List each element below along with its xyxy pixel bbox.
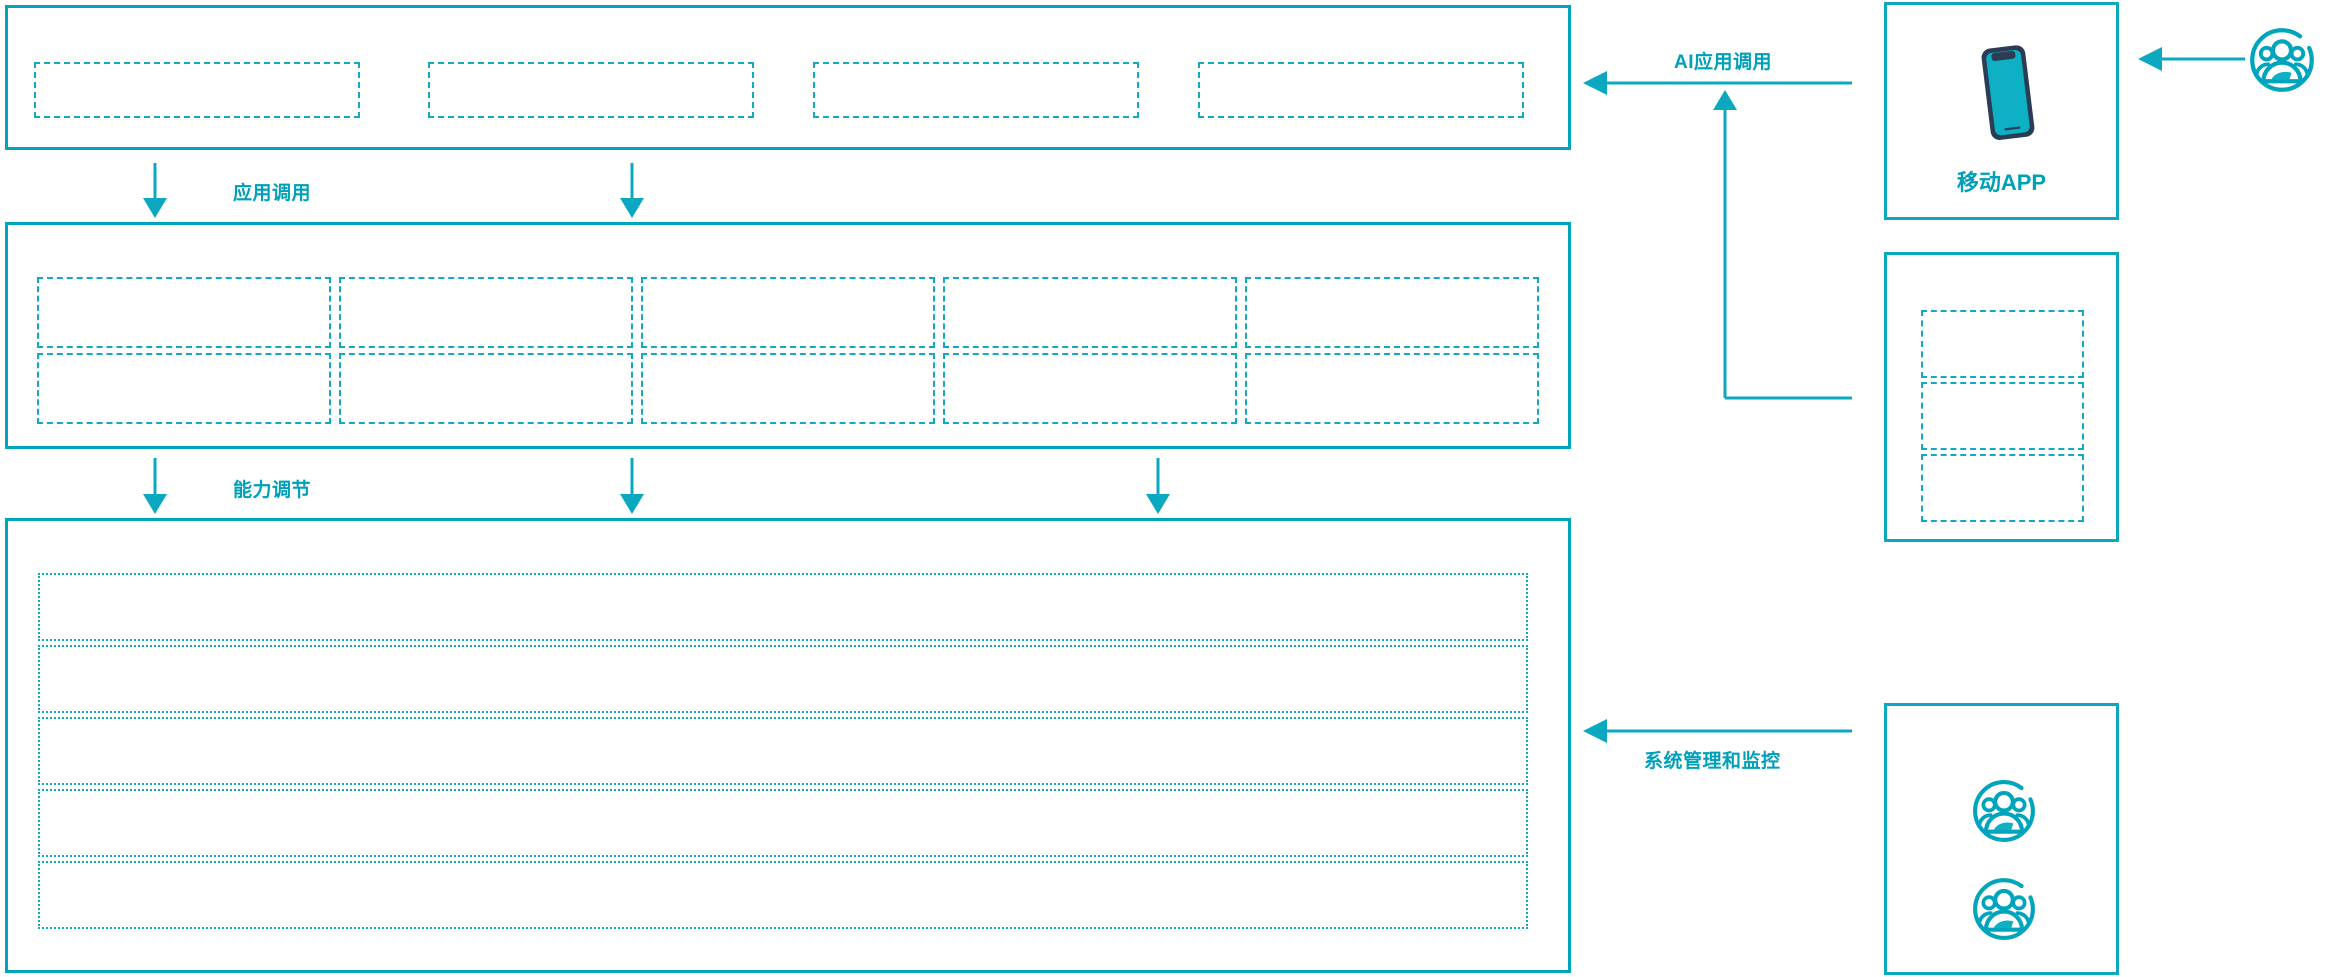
capability-slot-2-1[interactable] bbox=[37, 353, 331, 424]
arrow-system-management bbox=[1583, 719, 1852, 743]
arrow-enduser-to-mobileapp bbox=[2138, 47, 2245, 71]
arrow-app-to-capability-1 bbox=[143, 163, 167, 218]
arrow-capability-to-infra-1 bbox=[143, 458, 167, 514]
mobile-app-card-caption: 移动APP bbox=[1956, 170, 2047, 195]
operators-card[interactable] bbox=[1884, 703, 2119, 975]
infra-row-4[interactable] bbox=[38, 789, 1528, 857]
connector-label-capability-adjust: 能力调节 bbox=[233, 480, 312, 501]
smartphone-icon bbox=[1950, 38, 2060, 148]
capability-slot-1-1[interactable] bbox=[37, 277, 331, 348]
capability-slot-2-4[interactable] bbox=[943, 353, 1237, 424]
arrow-ai-app-call bbox=[1583, 71, 1852, 400]
arrow-capability-to-infra-3 bbox=[1146, 458, 1170, 514]
app-slot-1[interactable] bbox=[34, 62, 360, 118]
mobile-app-card[interactable]: 移动APP bbox=[1884, 2, 2119, 220]
infrastructure-layer-panel bbox=[5, 518, 1571, 973]
end-user-actor[interactable] bbox=[2248, 26, 2316, 94]
connector-label-system-management: 系统管理和监控 bbox=[1644, 751, 1781, 772]
channel-slot-3[interactable] bbox=[1921, 454, 2084, 522]
infra-row-3[interactable] bbox=[38, 717, 1528, 785]
channel-slot-1[interactable] bbox=[1921, 310, 2084, 378]
infra-row-2[interactable] bbox=[38, 645, 1528, 713]
capability-slot-2-3[interactable] bbox=[641, 353, 935, 424]
application-layer-panel bbox=[5, 5, 1571, 150]
capability-slot-1-2[interactable] bbox=[339, 277, 633, 348]
infra-row-1[interactable] bbox=[38, 573, 1528, 641]
capability-slot-2-5[interactable] bbox=[1245, 353, 1539, 424]
capability-slot-1-4[interactable] bbox=[943, 277, 1237, 348]
capability-layer-panel bbox=[5, 222, 1571, 449]
user-group-icon-top bbox=[1971, 778, 2037, 844]
app-slot-2[interactable] bbox=[428, 62, 754, 118]
connector-label-app-call: 应用调用 bbox=[233, 183, 312, 204]
app-slot-4[interactable] bbox=[1198, 62, 1524, 118]
capability-slot-2-2[interactable] bbox=[339, 353, 633, 424]
user-group-icon-bottom bbox=[1971, 876, 2037, 942]
arrow-app-to-capability-2 bbox=[620, 163, 644, 218]
infra-row-5[interactable] bbox=[38, 861, 1528, 929]
arrow-capability-to-infra-2 bbox=[620, 458, 644, 514]
capability-slot-1-3[interactable] bbox=[641, 277, 935, 348]
channel-slot-2[interactable] bbox=[1921, 382, 2084, 450]
capability-slot-1-5[interactable] bbox=[1245, 277, 1539, 348]
app-slot-3[interactable] bbox=[813, 62, 1139, 118]
connector-label-ai-app-call: AI应用调用 bbox=[1674, 52, 1773, 73]
channel-card[interactable] bbox=[1884, 252, 2119, 542]
